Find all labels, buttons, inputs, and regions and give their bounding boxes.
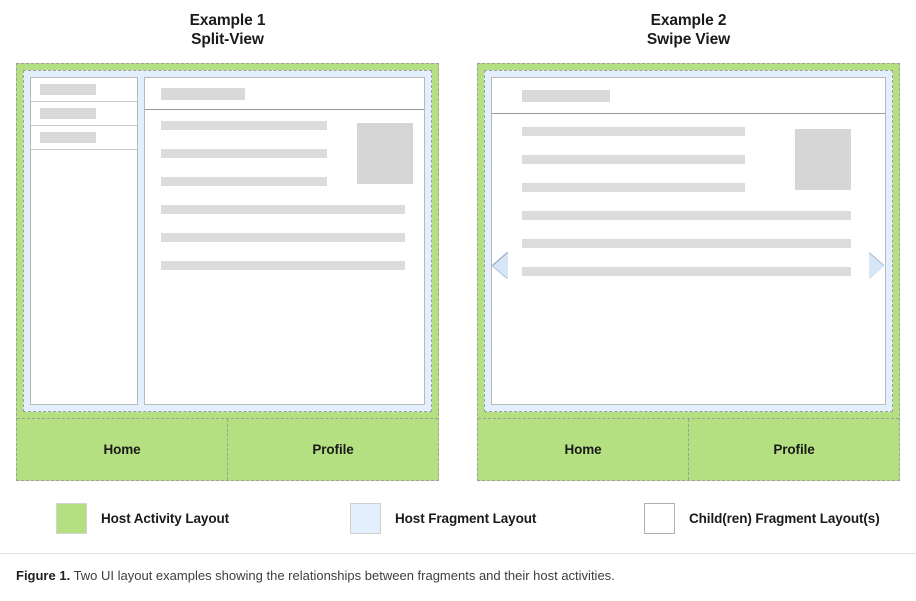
- list-item[interactable]: [31, 78, 137, 102]
- host-activity-layout-2: Home Profile: [477, 63, 900, 481]
- figure-caption-prefix: Figure 1.: [16, 568, 71, 583]
- legend-item-child-fragment: Child(ren) Fragment Layout(s): [644, 503, 880, 534]
- placeholder-bar: [161, 87, 245, 100]
- legend-item-host-fragment: Host Fragment Layout: [350, 503, 644, 534]
- detail-header: [145, 78, 424, 110]
- host-activity-layout-1: Home Profile: [16, 63, 439, 481]
- placeholder-image: [357, 123, 413, 184]
- child-fragment-page[interactable]: [491, 77, 886, 405]
- bottom-tab-bar-1: Home Profile: [17, 418, 438, 480]
- tab-home[interactable]: Home: [564, 442, 602, 457]
- example-2: Example 2 Swipe View: [477, 0, 900, 481]
- example-1: Example 1 Split-View: [16, 0, 439, 481]
- examples-row: Example 1 Split-View: [16, 0, 900, 481]
- list-empty-area: [31, 150, 137, 404]
- figure-caption: Figure 1. Two UI layout examples showing…: [0, 554, 916, 585]
- page-header: [492, 78, 885, 114]
- detail-body: [145, 110, 424, 404]
- placeholder-bar: [40, 84, 96, 95]
- page-text-lines: [522, 127, 781, 211]
- swipe-right-arrow-icon[interactable]: [869, 253, 884, 279]
- caption-divider: [0, 553, 916, 554]
- figure-caption-text: Two UI layout examples showing the relat…: [70, 568, 615, 583]
- placeholder-line: [522, 211, 851, 220]
- child-fragment-detail-pane[interactable]: [144, 77, 425, 405]
- placeholder-bar: [40, 108, 96, 119]
- legend-label: Host Fragment Layout: [395, 511, 537, 526]
- placeholder-line: [522, 239, 851, 248]
- placeholder-bar: [522, 89, 610, 102]
- example-2-title: Example 2: [650, 12, 727, 29]
- detail-text-lines: [161, 121, 343, 205]
- tab-profile[interactable]: Profile: [688, 419, 899, 480]
- placeholder-line: [522, 267, 851, 276]
- placeholder-bar: [40, 132, 96, 143]
- list-item[interactable]: [31, 126, 137, 150]
- legend-label: Host Activity Layout: [101, 511, 230, 526]
- legend-swatch-blue: [350, 503, 381, 534]
- page-top-block: [522, 127, 851, 211]
- legend-item-host-activity: Host Activity Layout: [56, 503, 350, 534]
- placeholder-line: [161, 205, 406, 214]
- child-fragment-list-pane[interactable]: [30, 77, 138, 405]
- tab-home[interactable]: Home: [103, 442, 141, 457]
- legend: Host Activity Layout Host Fragment Layou…: [0, 503, 916, 534]
- host-fragment-layout-1: [23, 70, 432, 412]
- swipe-left-arrow-icon[interactable]: [493, 253, 508, 279]
- placeholder-image: [795, 129, 851, 190]
- legend-swatch-green: [56, 503, 87, 534]
- detail-top-block: [161, 121, 413, 205]
- example-1-title: Example 1: [189, 12, 266, 29]
- host-fragment-layout-2: [484, 70, 893, 412]
- list-item[interactable]: [31, 102, 137, 126]
- placeholder-line: [161, 121, 327, 130]
- tab-profile[interactable]: Profile: [227, 419, 438, 480]
- placeholder-line: [522, 127, 745, 136]
- example-1-subtitle: Split-View: [191, 31, 264, 48]
- placeholder-line: [161, 233, 406, 242]
- placeholder-line: [161, 261, 406, 270]
- legend-swatch-white: [644, 503, 675, 534]
- bottom-tab-bar-2: Home Profile: [478, 418, 899, 480]
- placeholder-line: [161, 177, 327, 186]
- placeholder-line: [522, 183, 745, 192]
- page-body: [492, 114, 885, 404]
- placeholder-line: [161, 149, 327, 158]
- example-2-subtitle: Swipe View: [646, 31, 731, 48]
- placeholder-line: [522, 155, 745, 164]
- legend-label: Child(ren) Fragment Layout(s): [689, 511, 880, 526]
